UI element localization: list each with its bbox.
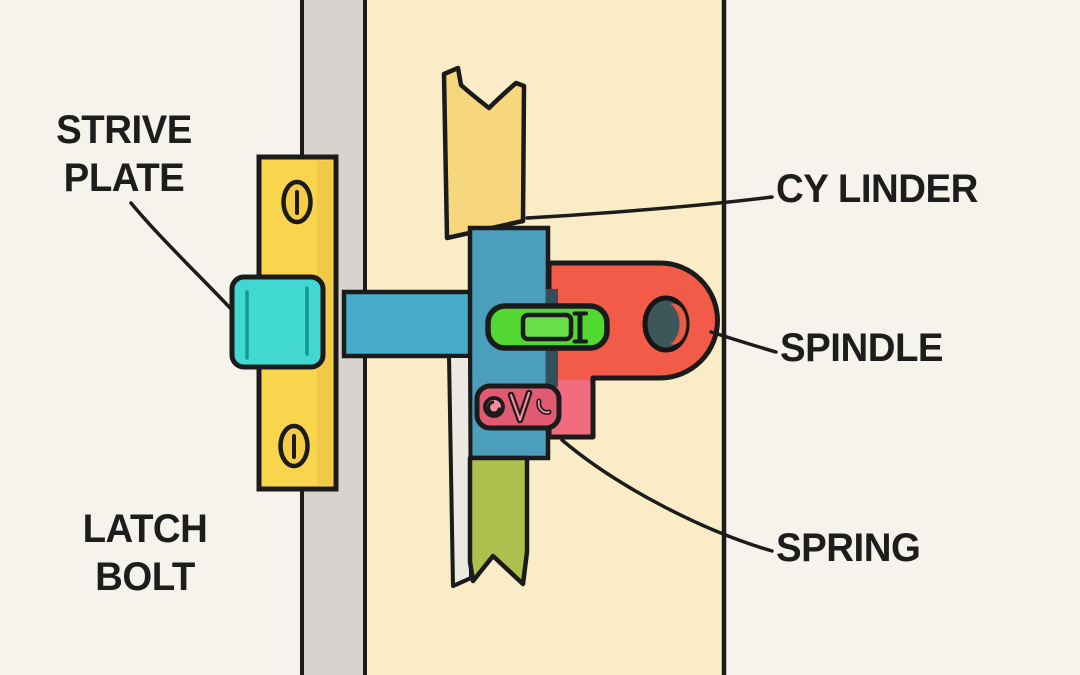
label-spindle: SPINDLE [780,326,944,370]
latch-bolt-head [229,274,326,370]
faceplate-top-bar [441,65,527,241]
leader-strike-plate [129,201,234,312]
cam-slot [520,312,574,342]
spring-coil-hook-highlight [537,400,550,414]
spring-coil-v-highlight [509,391,531,422]
leader-cylinder [525,195,774,220]
faceplate-side-strip [447,354,473,588]
label-spring: SPRING [776,526,921,570]
label-latch-bolt: LATCH BOLT [54,505,236,601]
label-latch-bolt-line1: LATCH [82,507,208,551]
label-strike-plate-line2: PLATE [63,156,185,200]
leader-spring [560,438,774,553]
spring-coil-spiral-inner [487,400,501,415]
leader-spindle [709,330,778,354]
latch-shaft [341,289,475,359]
bolt-tail [467,455,530,587]
label-strike-plate-line1: STRIVE [56,108,192,152]
label-strike-plate: STRIVE PLATE [32,106,216,202]
label-cylinder: CY LINDER [776,167,978,211]
label-latch-bolt-line2: BOLT [95,555,195,599]
spindle-hole-core [648,302,680,346]
